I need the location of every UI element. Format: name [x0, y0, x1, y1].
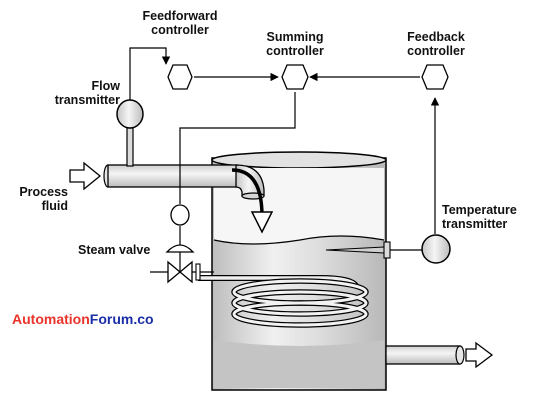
- temperature-label-line2: transmitter: [442, 217, 508, 231]
- outlet-arrow: [465, 341, 494, 369]
- flow-label-line1: Flow: [91, 79, 120, 93]
- summing-controller-label: Summing controller: [250, 30, 340, 58]
- heating-coil: [198, 275, 369, 328]
- steam-pipe-flange: [195, 263, 201, 281]
- flow-to-feedforward-line: [129, 47, 171, 100]
- valve-actuator-dome: [165, 244, 195, 253]
- flow-transmitter-stem: [126, 127, 134, 167]
- temperature-label-line1: Temperature: [442, 203, 517, 217]
- process-fluid-arrow: [69, 161, 102, 191]
- temperature-transmitter-bulb: [421, 234, 451, 264]
- outlet-pipe-body: [385, 345, 461, 365]
- vessel-bottom-shade: [214, 340, 384, 388]
- feedforward-label-line2: controller: [151, 23, 209, 37]
- temperature-transmitter: [325, 234, 451, 264]
- watermark-first-letter: A: [12, 311, 23, 327]
- feedforward-controller-hex: [167, 64, 193, 90]
- pour-arrow-head: [250, 211, 274, 234]
- feedback-label-line1: Feedback: [407, 30, 465, 44]
- inlet-pipe-body: [107, 164, 239, 188]
- steam-valve: [150, 204, 214, 284]
- flow-label-line2: transmitter: [54, 93, 120, 107]
- coil-turn-2-inner: [232, 290, 368, 316]
- watermark-part1: utomation: [22, 311, 90, 327]
- liquid-surface: [213, 235, 385, 245]
- coil-turn-3-inner: [232, 301, 368, 327]
- process-fluid-label: Process fluid: [8, 185, 68, 213]
- summing-to-valve-line: [179, 92, 296, 204]
- valve-body-right: [178, 260, 193, 284]
- summing-label-line1: Summing: [266, 30, 324, 44]
- process-label-line1: Process: [19, 185, 68, 199]
- feedforward-controller-label: Feedforward controller: [130, 9, 230, 37]
- summing-controller-hex: [281, 64, 309, 90]
- vessel: [211, 151, 387, 391]
- feedback-label-line2: controller: [407, 44, 465, 58]
- signal-lines: [129, 47, 440, 246]
- watermark: AutomationForum.co: [12, 311, 154, 327]
- probe-gland: [383, 241, 391, 259]
- flow-transmitter: [116, 99, 144, 167]
- outlet-pipe: [385, 341, 494, 369]
- feedforward-label-line1: Feedforward: [142, 9, 218, 23]
- feedback-controller-hex: [421, 64, 449, 90]
- valve-positioner: [170, 204, 190, 226]
- watermark-part2: Forum.co: [89, 311, 154, 327]
- steam-valve-label-text: Steam valve: [78, 243, 151, 257]
- temperature-transmitter-label: Temperature transmitter: [442, 203, 517, 231]
- outlet-pipe-end: [455, 345, 465, 365]
- flow-transmitter-bulb: [116, 99, 144, 129]
- process-label-line2: fluid: [41, 199, 68, 213]
- flow-transmitter-label: Flow transmitter: [30, 79, 120, 107]
- inlet-pipe: [69, 161, 274, 234]
- feedback-controller-label: Feedback controller: [388, 30, 484, 58]
- summing-label-line2: controller: [266, 44, 324, 58]
- steam-valve-label: Steam valve: [78, 243, 150, 257]
- pour-arrow: [231, 168, 264, 217]
- valve-body: [167, 260, 182, 284]
- coil-turns-inner: [232, 279, 368, 327]
- controllers: [167, 64, 449, 90]
